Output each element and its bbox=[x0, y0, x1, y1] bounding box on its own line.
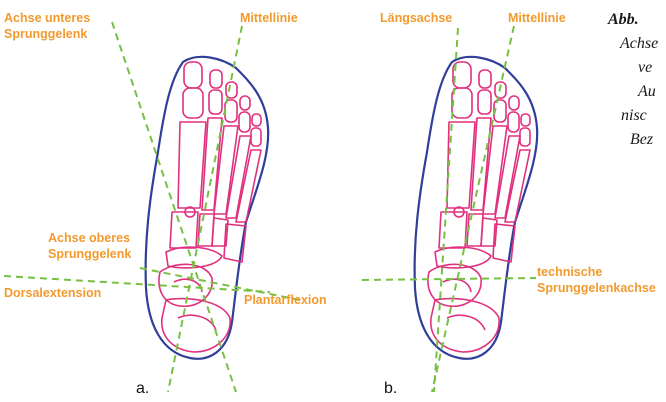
axis-technical-ankle bbox=[362, 278, 536, 280]
label-achse-oberes-sprunggelenk: Achse oberes Sprunggelenk bbox=[48, 230, 131, 262]
label-achse-unteres-sprunggelenk: Achse unteres Sprunggelenk bbox=[4, 10, 90, 42]
figure-caption: Abb. Achse ve Au nisc Bez bbox=[604, 8, 658, 152]
panel-b-foot bbox=[362, 26, 537, 392]
label-technische-sprunggelenkachse: technische Sprunggelenkachse bbox=[537, 264, 656, 296]
label-laengsachse: Längsachse bbox=[380, 10, 452, 26]
label-mittellinie-b: Mittellinie bbox=[508, 10, 566, 26]
axis-midline-a bbox=[168, 26, 242, 392]
caption-line: Au bbox=[638, 80, 658, 104]
caption-line: Abb. bbox=[608, 8, 658, 32]
label-mittellinie-a: Mittellinie bbox=[240, 10, 298, 26]
caption-line: nisc bbox=[621, 104, 658, 128]
axis-midline-b bbox=[432, 26, 514, 392]
panel-letter-a: a. bbox=[136, 380, 149, 398]
label-dorsalextension: Dorsalextension bbox=[4, 285, 101, 301]
axis-lines-a bbox=[4, 22, 300, 392]
axis-lines-b bbox=[362, 26, 536, 392]
panel-a-foot bbox=[4, 22, 300, 392]
label-plantarflexion: Plantarflexion bbox=[244, 292, 327, 308]
caption-line: Achse bbox=[620, 32, 658, 56]
caption-line: Bez bbox=[630, 128, 658, 152]
panel-letter-b: b. bbox=[384, 380, 397, 398]
foot-bones bbox=[428, 62, 530, 352]
caption-line: ve bbox=[638, 56, 658, 80]
